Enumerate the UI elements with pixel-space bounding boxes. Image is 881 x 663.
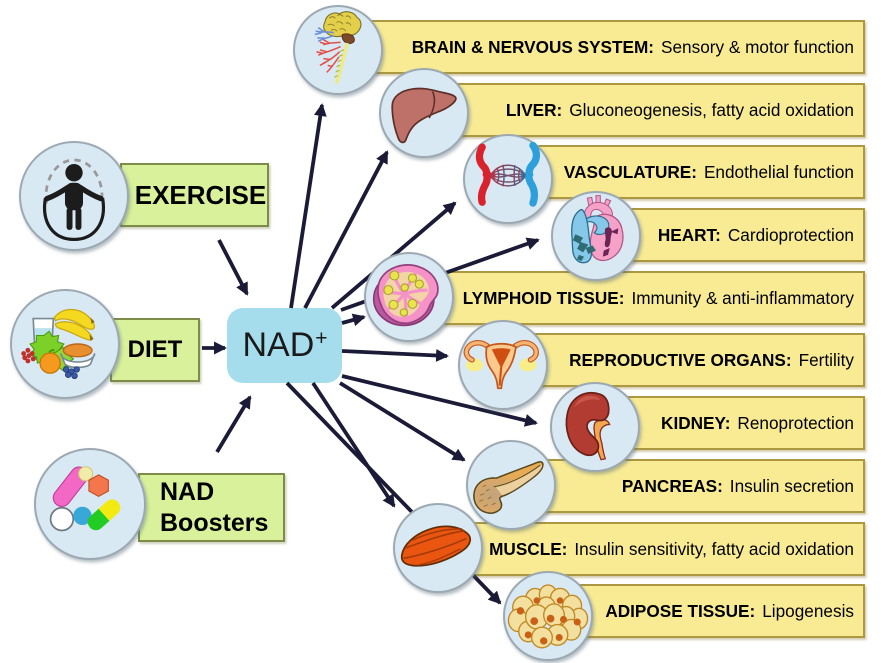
liver-circle: [379, 68, 469, 158]
kidney-circle: [550, 382, 640, 472]
banner-heart: HEART: Cardioprotection: [616, 208, 865, 262]
banner-kidney: KIDNEY: Renoprotection: [615, 396, 865, 450]
brain-icon: [314, 11, 362, 85]
reproductive-circle: [458, 320, 548, 410]
exercise-circle: [19, 141, 129, 251]
jump-rope-exercise-icon: [42, 158, 106, 242]
banner-brain: BRAIN & NERVOUS SYSTEM: Sensory & motor f…: [358, 20, 865, 74]
diet-label-box: DIET: [110, 318, 200, 382]
organ-desc: Insulin sensitivity, fatty acid oxidatio…: [574, 538, 854, 559]
arrow-nad-to-liver: [303, 150, 389, 309]
lymphoid-circle: [364, 252, 454, 342]
banner-lymphoid-text: LYMPHOID TISSUE: Immunity & anti-inflamma…: [463, 288, 854, 309]
organ-desc: Lipogenesis: [762, 600, 854, 621]
arrow-nad-to-kidney: [341, 374, 538, 427]
adipose-cells-icon: [507, 584, 589, 649]
arrow-exercise-to-nad: [217, 239, 249, 296]
banner-vasculature-text: VASCULATURE: Endothelial function: [564, 162, 854, 183]
organ-desc: Insulin secretion: [729, 475, 854, 496]
pills-icon: [49, 466, 121, 532]
organ-desc: Gluconeogenesis, fatty acid oxidation: [569, 99, 854, 120]
organ-desc: Fertility: [798, 349, 854, 370]
organ-desc: Sensory & motor function: [661, 36, 854, 57]
uterus-icon: [463, 340, 539, 390]
heart-icon: [571, 195, 624, 264]
organ-name: LYMPHOID TISSUE:: [462, 287, 625, 308]
organ-desc: Renoprotection: [737, 412, 854, 433]
organ-desc: Cardioprotection: [727, 224, 854, 245]
exercise-label: EXERCISE: [134, 179, 267, 210]
muscle-icon: [400, 525, 472, 567]
banner-reproductive: REPRODUCTIVE ORGANS: Fertility: [523, 333, 865, 387]
organ-name: HEART:: [657, 224, 721, 245]
banner-vasculature: VASCULATURE: Endothelial function: [528, 145, 865, 199]
pancreas-icon: [473, 461, 544, 514]
banner-muscle-text: MUSCLE: Insulin sensitivity, fatty acid o…: [489, 539, 854, 560]
organ-name: REPRODUCTIVE ORGANS:: [569, 349, 792, 370]
banner-reproductive-text: REPRODUCTIVE ORGANS: Fertility: [569, 350, 854, 371]
banner-heart-text: HEART: Cardioprotection: [658, 225, 854, 246]
organ-name: VASCULATURE:: [563, 161, 697, 182]
organ-name: MUSCLE:: [489, 538, 568, 559]
brain-circle: [293, 5, 383, 95]
exercise-label-box: EXERCISE: [120, 163, 269, 227]
diet-label: DIET: [127, 336, 183, 363]
banner-lymphoid: LYMPHOID TISSUE: Immunity & anti-inflamma…: [429, 271, 865, 325]
kidney-icon: [565, 392, 611, 461]
arrow-nad-to-lymphoid: [341, 313, 366, 327]
lymph-node-icon: [372, 264, 439, 327]
heart-circle: [551, 191, 641, 281]
pancreas-circle: [466, 440, 556, 530]
banner-kidney-text: KIDNEY: Renoprotection: [661, 413, 854, 434]
muscle-circle: [393, 503, 483, 593]
organ-name: BRAIN & NERVOUS SYSTEM:: [411, 36, 655, 57]
vasculature-icon: [475, 141, 541, 207]
arrow-nad-to-reproductive: [341, 349, 449, 362]
banner-liver: LIVER: Gluconeogenesis, fatty acid oxidat…: [444, 83, 865, 137]
arrow-nad-to-pancreas: [338, 381, 466, 462]
banner-adipose: ADIPOSE TISSUE: Lipogenesis: [568, 584, 865, 638]
liver-icon: [391, 87, 457, 144]
banner-brain-text: BRAIN & NERVOUS SYSTEM: Sensory & motor f…: [412, 37, 854, 58]
arrow-boosters-to-nad: [215, 395, 252, 453]
nad-label: NAD: [242, 326, 315, 364]
banner-muscle: MUSCLE: Insulin sensitivity, fatty acid o…: [458, 522, 865, 576]
arrow-nad-to-brain: [289, 103, 327, 309]
organ-desc: Endothelial function: [703, 161, 854, 182]
organ-name: KIDNEY:: [661, 412, 731, 433]
banner-pancreas-text: PANCREAS: Insulin secretion: [622, 476, 854, 497]
organ-name: LIVER:: [505, 99, 563, 120]
organ-desc: Immunity & anti-inflammatory: [631, 287, 854, 308]
arrow-nad-to-muscle: [311, 381, 396, 508]
adipose-circle: [503, 571, 593, 661]
healthy-food-icon: [21, 308, 96, 380]
diet-circle: [10, 289, 120, 399]
nad-boosters-label: NAD Boosters: [160, 477, 269, 537]
nad-boosters-circle: [34, 448, 146, 560]
vasculature-circle: [463, 134, 553, 224]
organ-name: PANCREAS:: [621, 475, 723, 496]
banner-liver-text: LIVER: Gluconeogenesis, fatty acid oxidat…: [506, 100, 854, 121]
nad-boosters-label-box: NAD Boosters: [138, 473, 285, 542]
nad-box: NAD+: [227, 308, 342, 383]
organ-name: ADIPOSE TISSUE:: [605, 600, 756, 621]
banner-adipose-text: ADIPOSE TISSUE: Lipogenesis: [605, 601, 854, 622]
